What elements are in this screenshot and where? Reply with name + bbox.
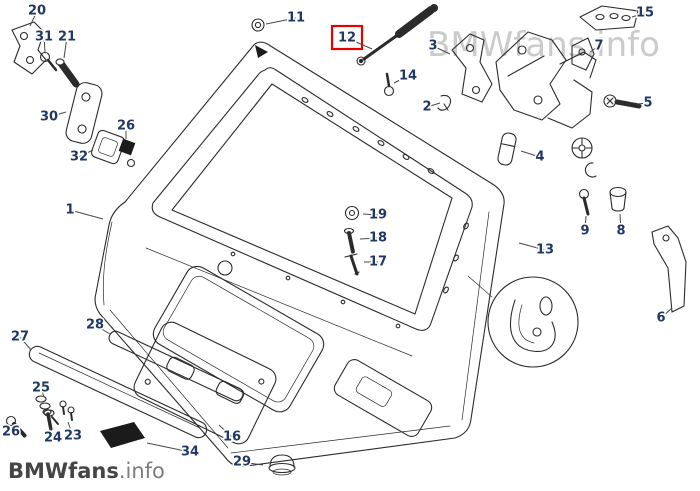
callout-1[interactable]: 1 — [64, 201, 76, 219]
part-3-hinge-bracket — [451, 33, 493, 103]
callout-leader-18 — [359, 237, 379, 240]
callout-leader-14 — [393, 75, 409, 84]
callout-leader-12 — [346, 37, 373, 50]
watermark-top: BMWfans.info — [427, 25, 660, 65]
callout-12[interactable]: 12 — [336, 29, 357, 47]
callout-leader-11 — [265, 17, 297, 25]
callout-leader-32 — [78, 149, 94, 158]
circlip — [584, 162, 597, 178]
watermark-bottom-light: .info — [119, 459, 165, 483]
watermark-bottom-bold: BMWfans — [8, 459, 119, 483]
callout-leader-3 — [432, 45, 451, 55]
callout-25[interactable]: 25 — [30, 379, 51, 397]
callout-leader-16 — [218, 424, 233, 438]
callout-leader-8 — [619, 213, 622, 232]
part-27-strip — [28, 345, 208, 439]
callout-6[interactable]: 6 — [655, 309, 667, 327]
detail-inset-circle — [467, 275, 579, 368]
callout-21[interactable]: 21 — [56, 28, 77, 46]
part-26-screw — [5, 415, 27, 438]
callout-14[interactable]: 14 — [397, 67, 418, 85]
callout-16[interactable]: 16 — [221, 428, 242, 446]
callout-leader-15 — [631, 12, 646, 18]
callout-2[interactable]: 2 — [421, 98, 433, 116]
callout-11[interactable]: 11 — [285, 9, 306, 27]
callout-leader-20 — [29, 10, 38, 27]
part-9-ball-pin — [578, 188, 590, 216]
part-5-screw — [603, 94, 642, 109]
callout-19[interactable]: 19 — [367, 206, 388, 224]
callout-leader-21 — [63, 36, 68, 59]
callout-leader-27 — [19, 336, 32, 351]
part-8-plug — [609, 186, 627, 212]
callout-leader-31 — [43, 36, 46, 53]
part-19-cap — [344, 205, 360, 221]
highlight-box — [330, 24, 364, 51]
callout-leader-25 — [40, 387, 45, 398]
part-17-rivet — [344, 253, 360, 276]
part-7-bracket — [571, 37, 595, 71]
callout-5[interactable]: 5 — [642, 94, 654, 112]
part-26-buffer — [118, 138, 136, 168]
part-30-plate — [65, 82, 103, 144]
callout-3[interactable]: 3 — [427, 37, 439, 55]
part-20-bracket — [11, 21, 47, 75]
callout-4[interactable]: 4 — [534, 148, 546, 166]
part-2-clip — [437, 94, 452, 111]
callout-17[interactable]: 17 — [367, 253, 388, 271]
callout-leader-34 — [146, 442, 191, 453]
part-12-gas-strut — [356, 3, 439, 66]
callout-27[interactable]: 27 — [9, 328, 30, 346]
callout-31[interactable]: 31 — [33, 28, 54, 46]
callout-30[interactable]: 30 — [38, 108, 59, 126]
part-15-cover — [579, 5, 639, 31]
callout-leader-9 — [584, 215, 587, 232]
callout-18[interactable]: 18 — [367, 229, 388, 247]
part-29-grommet — [268, 454, 296, 476]
callout-20[interactable]: 20 — [26, 2, 47, 20]
part-4-buffer — [497, 132, 517, 166]
watermark-bottom: BMWfans.info — [8, 459, 165, 483]
part-14-ball-stud — [383, 72, 395, 97]
part-21-pin — [55, 58, 80, 88]
callout-24[interactable]: 24 — [42, 429, 63, 447]
callout-leader-30 — [48, 111, 67, 118]
callout-leader-6 — [660, 307, 673, 319]
callout-leader-26 — [10, 424, 15, 433]
knob-fastener — [571, 137, 593, 159]
part-23-rivets — [59, 400, 75, 421]
callout-26[interactable]: 26 — [0, 423, 21, 441]
part-18-screw — [343, 227, 355, 254]
callout-8[interactable]: 8 — [615, 222, 627, 240]
callout-leader-5 — [636, 102, 649, 105]
callout-leader-7 — [589, 45, 600, 53]
callout-leader-4 — [520, 150, 541, 158]
callout-leader-29 — [241, 461, 264, 466]
callout-leader-28 — [94, 324, 111, 335]
callout-leader-2 — [426, 102, 441, 108]
callout-28[interactable]: 28 — [84, 316, 105, 334]
callout-32[interactable]: 32 — [68, 148, 89, 166]
part-6-strip — [651, 225, 687, 313]
part-16-filler-panel — [133, 321, 277, 445]
callout-7[interactable]: 7 — [593, 37, 605, 55]
callout-13[interactable]: 13 — [534, 241, 555, 259]
callout-leader-19 — [362, 213, 379, 216]
callout-15[interactable]: 15 — [634, 4, 655, 22]
part-31-screw — [39, 51, 58, 72]
callout-leader-23 — [67, 421, 74, 437]
part-11-nut — [251, 18, 265, 32]
callout-26[interactable]: 26 — [115, 117, 136, 135]
callout-34[interactable]: 34 — [179, 443, 200, 461]
callout-leader-1 — [69, 209, 104, 220]
callout-9[interactable]: 9 — [579, 222, 591, 240]
part-34-pad — [100, 422, 145, 448]
callout-29[interactable]: 29 — [231, 453, 252, 471]
callout-23[interactable]: 23 — [62, 427, 83, 445]
callout-leader-13 — [518, 242, 546, 251]
callout-leader-24 — [49, 426, 54, 439]
